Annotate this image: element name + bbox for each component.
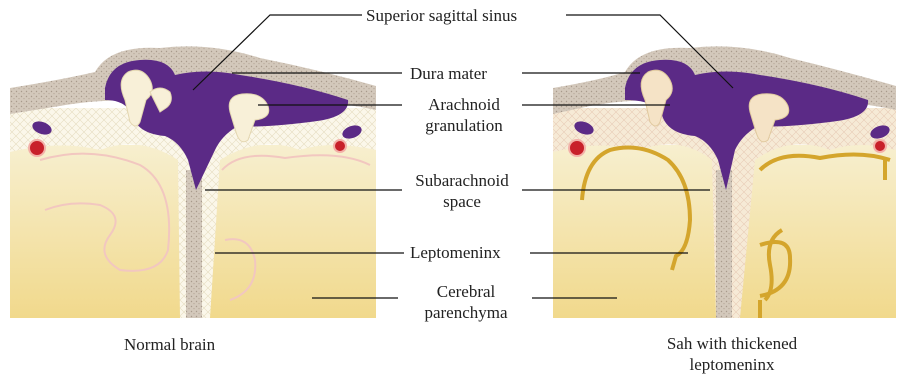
label-superior-sagittal-sinus: Superior sagittal sinus: [366, 5, 517, 26]
falx-sah: [716, 170, 732, 318]
right-panel-sah: [553, 46, 896, 318]
label-arachnoid-granulation-line2: granulation: [408, 115, 520, 136]
label-leptomeninx: Leptomeninx: [410, 242, 501, 263]
caption-normal-brain: Normal brain: [124, 334, 215, 355]
cerebral-parenchyma-right-hemisphere: [210, 145, 376, 318]
left-panel-normal-brain: [10, 46, 376, 318]
label-cerebral-parenchyma: Cerebral parenchyma: [404, 281, 528, 323]
label-arachnoid-granulation: Arachnoid granulation: [408, 94, 520, 136]
artery-right: [334, 140, 346, 152]
label-subarachnoid-line1: Subarachnoid: [404, 170, 520, 191]
label-cerebral-line1: Cerebral: [404, 281, 528, 302]
label-subarachnoid-space: Subarachnoid space: [404, 170, 520, 212]
label-arachnoid-granulation-line1: Arachnoid: [408, 94, 520, 115]
falx-left: [186, 170, 202, 318]
cerebral-parenchyma-left: [10, 145, 180, 318]
caption-sah-line1: Sah with thickened: [642, 333, 822, 354]
cerebral-parenchyma-sah-left: [553, 145, 716, 318]
artery-left: [29, 140, 45, 156]
cerebral-parenchyma-sah-right: [740, 145, 896, 318]
artery-sah-right: [874, 140, 886, 152]
caption-sah-line2: leptomeninx: [642, 354, 822, 375]
caption-sah: Sah with thickened leptomeninx: [642, 333, 822, 375]
label-cerebral-line2: parenchyma: [404, 302, 528, 323]
artery-sah-left: [569, 140, 585, 156]
label-subarachnoid-line2: space: [404, 191, 520, 212]
label-dura-mater: Dura mater: [410, 63, 487, 84]
